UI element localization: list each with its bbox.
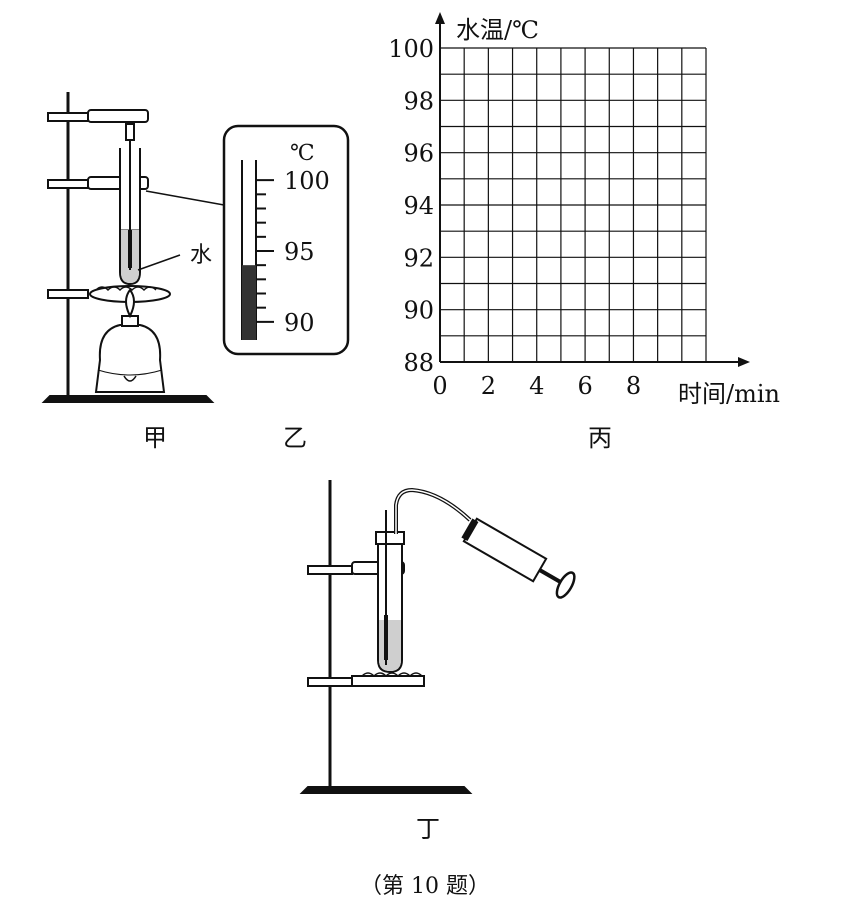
middle-clamp [47,179,89,189]
tube-water-2 [379,620,401,671]
y-tick-label: 96 [403,140,434,168]
x-tick-label: 6 [577,372,592,400]
pointer-line-water [137,254,181,271]
x-axis-arrow [738,357,750,367]
x-tick-label: 0 [432,372,447,400]
y-tick-label: 88 [403,349,434,377]
graph-grid [439,47,707,363]
y-tick-label: 98 [403,87,434,115]
label-ding: 丁 [416,815,440,843]
pointer-line-thermometer [145,190,225,206]
y-tick-label: 90 [403,297,434,325]
thermometer-closeup: ℃ 100 95 90 [222,124,350,356]
thermometer-tick-label: 90 [284,309,315,337]
stand-base [41,395,215,403]
x-tick-label: 2 [481,372,496,400]
graph-axes [435,12,750,367]
label-bing: 丙 [588,424,612,452]
mercury-column [242,265,256,340]
thermometer-tick-label: 95 [284,238,315,266]
apparatus-ding [299,480,576,794]
water-label: 水 [190,243,212,268]
label-yi: 乙 [283,424,307,452]
top-clamp-arm [87,109,149,123]
x-tick-labels: 0 2 4 6 8 [432,372,641,400]
top-clamp [47,112,89,122]
y-tick-labels: 100 98 96 94 92 90 88 [388,35,434,377]
x-tick-label: 8 [626,372,641,400]
problem-caption: （第 10 题） [360,874,490,899]
flame [125,288,135,319]
y-tick-label: 92 [403,244,434,272]
stand-base-2 [299,786,473,794]
y-axis-title: 水温/℃ [456,16,539,44]
platform-2 [351,675,425,687]
alcohol-lamp [94,324,166,393]
y-tick-label: 100 [388,35,434,63]
x-axis-title: 时间/min [678,380,780,408]
x-tick-label: 4 [529,372,544,400]
temperature-time-graph: 100 98 96 94 92 90 88 0 2 4 6 8 水温/℃ 时间/min [388,12,780,408]
ring-clamp-2 [307,677,353,687]
label-jia: 甲 [143,424,167,452]
thermometer-stopper [125,123,135,141]
clamp-2 [307,565,353,575]
ring-clamp [47,289,89,299]
y-tick-label: 94 [403,192,434,220]
thermometer-unit: ℃ [290,141,315,166]
tube-stopper-2 [375,531,405,545]
syringe [461,517,576,599]
thermometer-scale [256,179,274,323]
y-axis-arrow [435,12,445,24]
connecting-tube [394,487,472,534]
apparatus-jia [41,92,225,403]
thermometer-tick-label: 100 [284,167,330,195]
